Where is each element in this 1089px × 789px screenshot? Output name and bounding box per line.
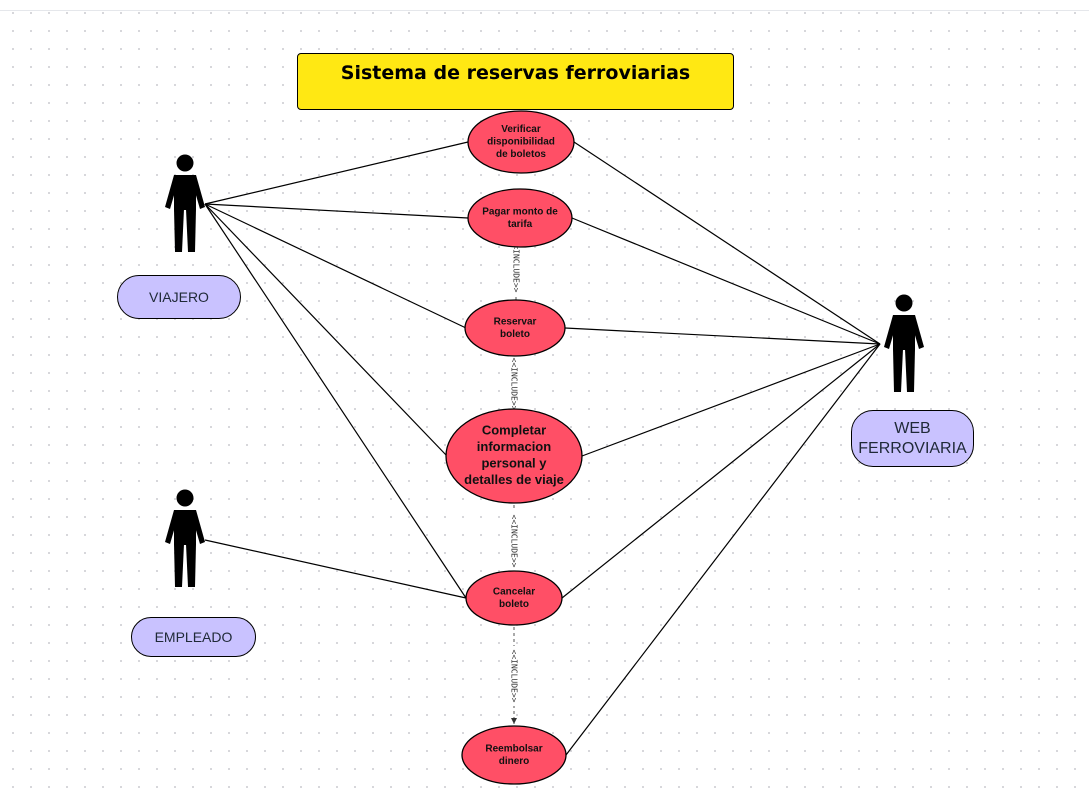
actor-label-web-ferroviaria[interactable]: WEB FERROVIARIA (851, 410, 974, 467)
actor-right-leg (186, 209, 196, 252)
include-label: <<INCLUDE>> (510, 515, 519, 568)
actor-figure-web[interactable] (884, 294, 924, 393)
association-line[interactable] (561, 343, 881, 599)
include-label-bg (511, 236, 521, 296)
actor-right-arm (193, 510, 205, 544)
use-case-label-line: boleto (500, 329, 530, 340)
use-case-ellipse (467, 188, 573, 248)
include-label: <<INCLUDE>> (510, 650, 519, 703)
actor-head (895, 294, 913, 312)
use-case-reservar[interactable]: Reservar boleto (464, 299, 566, 357)
use-case-label-line: tarifa (508, 219, 533, 230)
use-case-ellipse (465, 570, 563, 626)
actor-right-arm (193, 175, 205, 209)
actor-figure-viajero[interactable] (165, 154, 205, 253)
use-case-ellipse (445, 408, 583, 504)
actor-label-viajero[interactable]: VIAJERO (117, 275, 241, 319)
use-case-label-line: Reembolsar (485, 743, 542, 754)
actor-left-leg (174, 209, 184, 252)
use-case-pagar[interactable]: Pagar monto de tarifa (467, 188, 573, 248)
association-line[interactable] (565, 343, 881, 756)
association-line[interactable] (204, 203, 467, 329)
include-arrowhead (511, 718, 517, 724)
association-line[interactable] (204, 141, 469, 205)
association-line[interactable] (204, 203, 467, 599)
actor-right-arm (912, 315, 924, 349)
use-case-label-line: Verificar (501, 124, 541, 135)
association-line[interactable] (571, 217, 881, 345)
diagram-title: Sistema de reservas ferroviarias (340, 62, 691, 84)
actor-label-empleado[interactable]: EMPLEADO (131, 617, 256, 657)
include-relation[interactable]: <<INCLUDE>> (511, 236, 521, 300)
use-case-label-line: informacion (477, 439, 551, 454)
include-relation[interactable]: <<INCLUDE>> (509, 505, 519, 571)
association-line[interactable] (573, 141, 881, 345)
include-relation[interactable]: <<INCLUDE>> (509, 354, 519, 414)
actor-left-leg (174, 544, 184, 587)
use-case-label-line: Pagar monto de (482, 206, 558, 217)
include-relations: <<INCLUDE>> <<INCLUDE>> <<INCLUDE>> <<INCLU… (509, 236, 521, 724)
use-case-reembolsar[interactable]: Reembolsar dinero (461, 725, 567, 785)
use-case-ellipse (461, 725, 567, 785)
actor-right-leg (186, 544, 196, 587)
association-line[interactable] (581, 343, 881, 457)
include-label: <<INCLUDE>> (510, 358, 519, 411)
association-line[interactable] (204, 203, 469, 219)
use-case-ellipse (467, 110, 575, 174)
actor-torso (893, 315, 915, 350)
include-relation[interactable]: <<INCLUDE>> (509, 627, 519, 724)
use-case-label-line: disponibilidad (487, 137, 555, 148)
association-line[interactable] (204, 203, 448, 457)
include-label-bg (509, 511, 519, 571)
actor-torso (174, 510, 196, 545)
association-lines (204, 141, 881, 756)
include-label-bg (509, 354, 519, 414)
include-label-bg (509, 646, 519, 706)
actor-right-leg (905, 349, 915, 392)
association-line[interactable] (204, 539, 467, 599)
use-case-label-line: personal y (481, 456, 547, 471)
use-case-label-line: de boletos (496, 149, 546, 160)
use-case-ellipse (464, 299, 566, 357)
actor-head (176, 489, 194, 507)
diagram-title-box[interactable]: Sistema de reservas ferroviarias (297, 53, 734, 110)
actor-figure-empleado[interactable] (165, 489, 205, 588)
use-case-label-line: Completar (482, 423, 546, 438)
use-case-label-line: Cancelar (493, 586, 535, 597)
actor-left-arm (884, 315, 896, 349)
use-case-label-line: detalles de viaje (464, 472, 564, 487)
actor-left-arm (165, 510, 177, 544)
actor-left-arm (165, 175, 177, 209)
use-case-label-line: Reservar (494, 316, 537, 327)
actor-torso (174, 175, 196, 210)
top-divider (0, 10, 1089, 11)
actor-figures (165, 154, 924, 588)
include-label: <<INCLUDE>> (512, 240, 521, 293)
use-case-cancelar[interactable]: Cancelar boleto (465, 570, 563, 626)
use-case-label-line: boleto (499, 599, 529, 610)
actor-head (176, 154, 194, 172)
actor-left-leg (893, 349, 903, 392)
association-line[interactable] (564, 327, 881, 345)
use-case-label-line: dinero (499, 756, 530, 767)
